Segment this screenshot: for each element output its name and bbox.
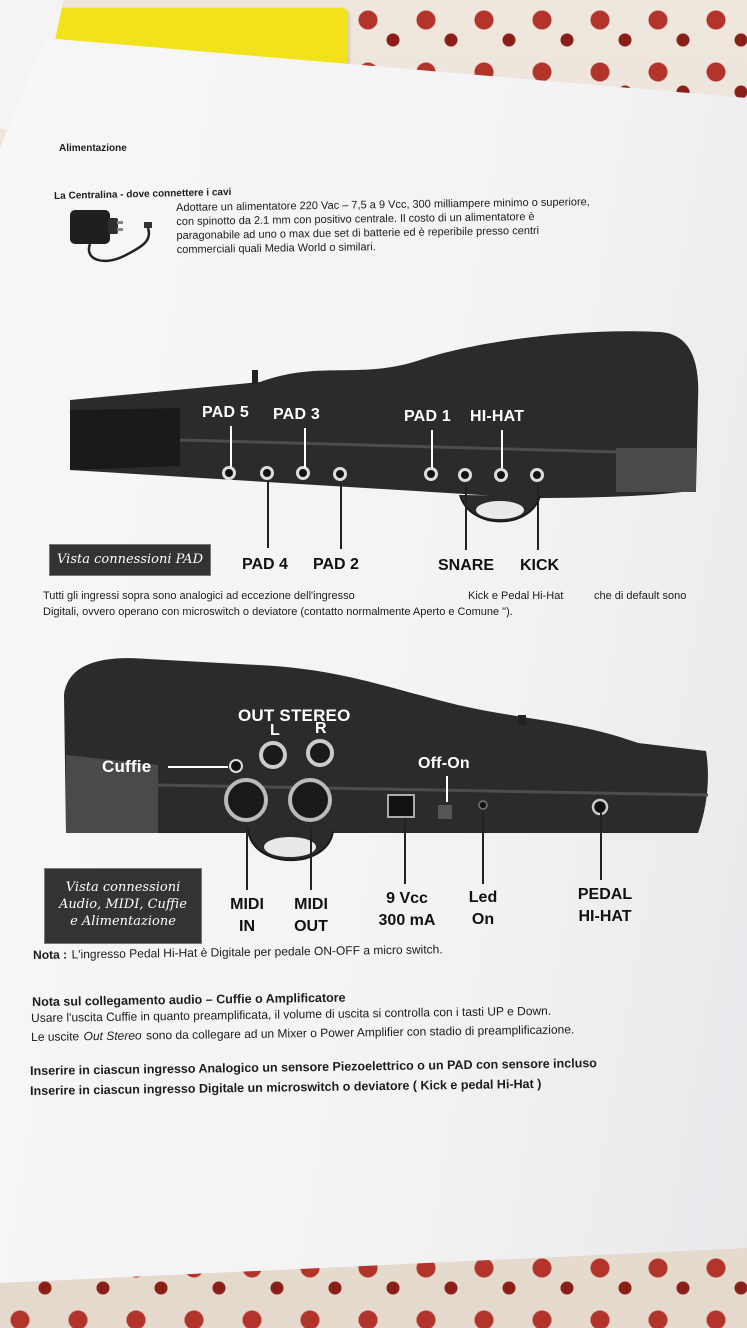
label-midi-out: MIDI OUT — [286, 894, 336, 938]
label-pad1: PAD 1 — [404, 408, 451, 425]
pad1-jack — [424, 467, 438, 481]
pad-view-device-image — [70, 331, 699, 523]
caption-line: Vista connessioni — [65, 880, 181, 895]
pointer-line — [230, 426, 232, 468]
pointer-line — [267, 482, 269, 548]
label-left: L — [270, 722, 280, 739]
pad3-jack — [296, 466, 310, 480]
pad-view-caption: Vista connessioni PAD — [49, 544, 211, 576]
label-pad3: PAD 3 — [273, 406, 320, 423]
pad5-jack — [222, 466, 236, 480]
label-line: Led — [468, 889, 498, 906]
snare-jack — [458, 468, 472, 482]
label-hihat: HI-HAT — [470, 408, 525, 425]
kick-jack — [530, 468, 544, 482]
audio-view-caption: Vista connessioni Audio, MIDI, Cuffie e … — [44, 868, 202, 944]
label-snare: SNARE — [438, 557, 495, 574]
label-line: IN — [239, 918, 255, 935]
label-line: MIDI — [230, 896, 264, 913]
pointer-line — [482, 812, 484, 884]
pointer-line — [465, 484, 467, 550]
pointer-line — [310, 826, 312, 890]
label-pad2: PAD 2 — [313, 556, 359, 573]
audio-note-line2-start: Le uscite — [31, 1029, 80, 1044]
pointer-line — [304, 428, 306, 468]
final-note-digital: Inserire in ciascun ingresso Digitale un… — [30, 1076, 542, 1098]
label-pad5: PAD 5 — [202, 404, 249, 421]
pad4-jack — [260, 466, 274, 480]
label-line: OUT — [294, 918, 328, 935]
power-description: Adottare un alimentatore 220 Vac – 7,5 a… — [176, 195, 590, 257]
label-midi-in: MIDI IN — [222, 894, 272, 938]
label-pedal-hihat: PEDAL HI-HAT — [570, 884, 640, 928]
label-right: R — [315, 720, 327, 737]
power-adapter-image — [70, 210, 152, 263]
caption-line: e Alimentazione — [70, 914, 176, 929]
pointer-line — [600, 812, 602, 880]
pointer-line — [431, 430, 433, 468]
label-line: MIDI — [294, 896, 328, 913]
label-power-9vcc: 9 Vcc 300 mA — [370, 888, 444, 932]
pointer-line — [340, 483, 342, 549]
analog-note-line1-end: che di default sono — [594, 590, 687, 602]
label-line: PEDAL — [577, 886, 633, 903]
audio-note-line2-em: Out Stereo — [83, 1028, 142, 1044]
label-kick: KICK — [520, 557, 560, 574]
label-pad4: PAD 4 — [242, 556, 288, 573]
label-off-on: Off-On — [418, 755, 470, 772]
label-out-stereo: OUT STEREO — [238, 706, 351, 725]
label-cuffie: Cuffie — [102, 757, 152, 776]
hihat-jack — [494, 468, 508, 482]
label-line: On — [471, 911, 495, 928]
pointer-line — [246, 826, 248, 890]
section-title: Alimentazione — [59, 143, 127, 154]
pointer-line — [168, 766, 228, 768]
analog-note-line1-start: Tutti gli ingressi sopra sono analogici … — [43, 590, 355, 602]
caption-line: Audio, MIDI, Cuffie — [59, 897, 187, 912]
pointer-line — [446, 776, 448, 802]
audio-note-line2-end: sono da collegare ad un Mixer o Power Am… — [145, 1022, 575, 1043]
label-line: 300 mA — [378, 912, 436, 929]
label-line: 9 Vcc — [386, 890, 428, 907]
label-line: HI-HAT — [578, 908, 632, 925]
analog-note-line2: Digitali, ovvero operano con microswitch… — [43, 606, 513, 618]
pointer-line — [501, 430, 503, 468]
pad2-jack — [333, 467, 347, 481]
analog-note-highlight: Kick e Pedal Hi-Hat — [468, 590, 564, 602]
nota-label: Nota : — [33, 947, 68, 962]
label-led-on: Led On — [460, 887, 506, 931]
pointer-line — [404, 818, 406, 884]
nota-text: L'ingresso Pedal Hi-Hat è Digitale per p… — [71, 942, 443, 962]
audio-view-device-image — [64, 658, 709, 861]
pointer-line — [537, 484, 539, 550]
